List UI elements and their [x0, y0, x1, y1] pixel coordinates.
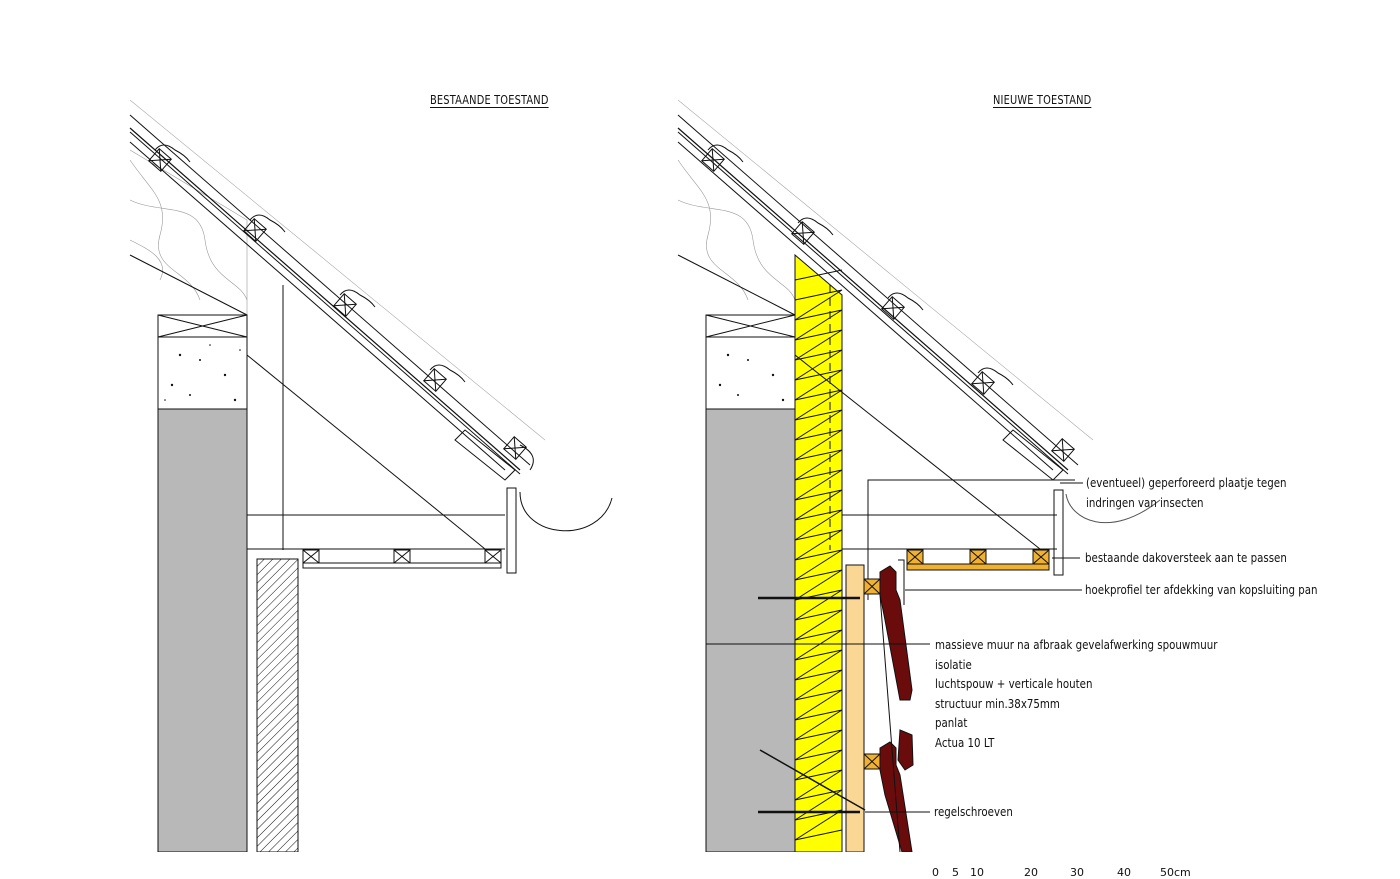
annotation-layer-stack: massieve muur na afbraak gevelafwerking …	[935, 635, 1217, 752]
annotation-line: isolatie	[935, 656, 972, 672]
scale-tick: 50cm	[1160, 866, 1191, 879]
masonry-wall	[157, 408, 248, 852]
fascia-board	[506, 487, 517, 574]
scale-tick: 5	[952, 866, 959, 879]
existing-state-drawing	[129, 99, 613, 852]
scale-tick: 20	[1024, 866, 1038, 879]
roof-tiles	[701, 144, 1075, 481]
soffit-battens	[906, 549, 1050, 565]
masonry-wall	[705, 408, 796, 852]
gutter	[519, 491, 613, 532]
roof-insulation	[129, 149, 248, 315]
concrete-beam	[157, 336, 248, 410]
annotation-line: regelschroeven	[934, 804, 1013, 819]
annotation-existing-overhang: bestaande dakoversteek aan te passen	[1085, 548, 1287, 568]
annotation-screws: regelschroeven	[934, 802, 1013, 822]
annotation-line: Actua 10 LT	[935, 734, 995, 750]
scale-tick: 40	[1117, 866, 1131, 879]
annotation-line: indringen van insecten	[1086, 494, 1204, 510]
new-state-title: NIEUWE TOESTAND	[993, 93, 1092, 107]
annotation-line: panlat	[935, 715, 968, 730]
soffit-board	[906, 563, 1050, 571]
annotation-line: structuur min.38x75mm	[935, 695, 1060, 711]
annotation-line: (eventueel) geperforeerd plaatje tegen	[1086, 475, 1287, 490]
tile-battens	[863, 578, 881, 770]
annotation-line: hoekprofiel ter afdekking van kopsluitin…	[1085, 582, 1318, 597]
soffit-battens	[302, 549, 502, 564]
scale-tick: 0	[932, 866, 939, 879]
annotation-insect-plate: (eventueel) geperforeerd plaatje tegen i…	[1086, 473, 1287, 512]
fascia-board	[1053, 489, 1064, 576]
scale-tick: 30	[1070, 866, 1084, 879]
annotation-line: massieve muur na afbraak gevelafwerking …	[935, 637, 1218, 652]
vertical-batten	[845, 564, 865, 852]
screws	[758, 596, 866, 814]
scale-bar: 0 5 10 20 30 40 50cm	[932, 866, 1192, 879]
insulation-layer	[794, 253, 843, 852]
annotation-line: bestaande dakoversteek aan te passen	[1085, 550, 1287, 565]
outer-brick-leaf	[256, 558, 299, 852]
annotation-line: luchtspouw + verticale houten	[935, 676, 1093, 691]
gutter	[1065, 493, 1161, 524]
scale-tick: 10	[970, 866, 984, 879]
new-state-drawing	[677, 99, 1161, 852]
soffit-board	[302, 548, 502, 569]
roof-insulation	[677, 159, 796, 301]
roof-tiles	[148, 144, 534, 481]
leader-lines	[706, 482, 1083, 813]
annotation-corner-profile: hoekprofiel ter afdekking van kopsluitin…	[1085, 580, 1318, 600]
corner-profile	[898, 559, 905, 605]
existing-state-title: BESTAANDE TOESTAND	[430, 93, 549, 107]
